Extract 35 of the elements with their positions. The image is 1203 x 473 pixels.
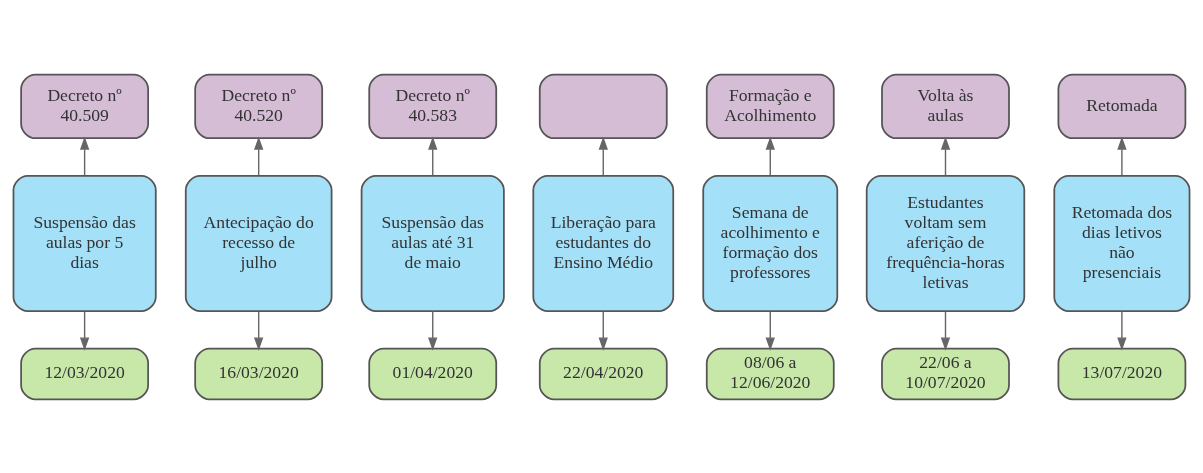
node-box: Retomada dos dias letivos não presenciais — [1053, 174, 1191, 312]
arrow — [765, 135, 775, 176]
node-box: Liberação para estudantes do Ensino Médio — [532, 174, 675, 312]
node-box: Semana de acolhimento e formação dos professores — [702, 174, 839, 312]
arrow — [254, 310, 264, 351]
node-box: Antecipação do recesso de julho — [184, 174, 333, 312]
node-box: Formação e Acolhimento — [705, 73, 835, 139]
node-box: Decreto nº 40.520 — [194, 73, 324, 139]
node-box: 16/03/2020 — [194, 347, 324, 400]
node-box: 22/04/2020 — [538, 347, 668, 400]
node-box: Volta às aulas — [881, 73, 1010, 139]
node-box: 08/06 a 12/06/2020 — [705, 347, 835, 400]
arrow — [79, 135, 90, 176]
node-box: Estudantes voltam sem aferição de frequência-horas letivas — [865, 174, 1026, 312]
node-box: 22/06 a 10/07/2020 — [881, 347, 1010, 400]
arrow — [254, 135, 264, 176]
arrow — [598, 310, 608, 351]
arrow — [1117, 135, 1127, 176]
node-box: 13/07/2020 — [1057, 347, 1187, 400]
node-box: Retomada — [1057, 73, 1187, 139]
arrow — [940, 310, 951, 351]
node-box: Suspensão das aulas até 31 de maio — [360, 174, 505, 312]
node-box: Suspensão das aulas por 5 dias — [12, 174, 157, 312]
node-box: Decreto nº 40.583 — [368, 73, 498, 139]
arrow — [765, 310, 775, 351]
arrow — [428, 310, 438, 351]
node-box — [538, 73, 668, 139]
node-box: 12/03/2020 — [20, 347, 149, 400]
arrow — [940, 135, 951, 176]
node-box: Decreto nº 40.509 — [20, 73, 149, 139]
arrow — [428, 135, 438, 176]
arrow — [79, 310, 90, 351]
node-box: 01/04/2020 — [368, 347, 498, 400]
arrow — [598, 135, 608, 176]
arrow — [1117, 310, 1127, 351]
